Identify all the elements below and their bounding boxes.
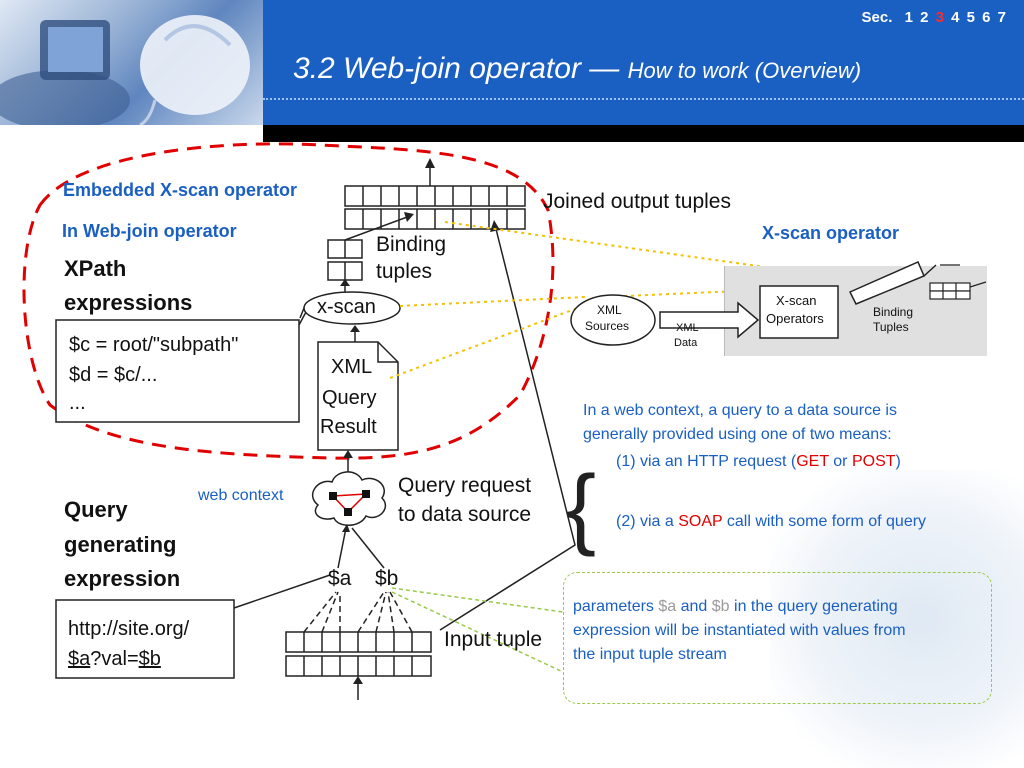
params-line-2: expression will be instantiated with val… bbox=[573, 622, 906, 639]
option-1-end: ) bbox=[895, 453, 901, 470]
binding-tuples-mini-grid bbox=[929, 282, 971, 300]
computer-mouse-icon bbox=[0, 15, 250, 125]
binding-tuples-label-1: Binding bbox=[376, 233, 447, 256]
xml-sources-node bbox=[570, 294, 656, 346]
embedded-region-outline bbox=[22, 142, 555, 460]
query-gen-line-1: Query bbox=[64, 497, 128, 522]
xpath-code-line-2: $d = $c/... bbox=[69, 364, 158, 386]
params-text-2: in the query generating bbox=[729, 598, 898, 615]
url-line-2: $a?val=$b bbox=[68, 648, 161, 671]
xml-data-arrow bbox=[659, 301, 760, 339]
slide-header: Sec. 1 2 3 4 5 6 7 3.2 Web-join operator… bbox=[0, 0, 1024, 125]
params-var-b: $b bbox=[711, 598, 730, 615]
xscan-operators-box bbox=[759, 285, 839, 339]
params-line-3: the input tuple stream bbox=[573, 646, 727, 663]
xpath-code-line-3: ... bbox=[69, 392, 86, 414]
option-1: (1) via an HTTP request (GET or POST) bbox=[616, 453, 901, 471]
header-divider bbox=[263, 98, 1024, 100]
section-link-6[interactable]: 6 bbox=[982, 9, 991, 26]
xml-data-line-2: Data bbox=[674, 337, 698, 349]
web-context-label: web context bbox=[198, 487, 284, 504]
title-sub: How to work (Overview) bbox=[627, 58, 862, 83]
in-webjoin-label: In Web-join operator bbox=[62, 221, 237, 241]
xml-result-line-1: XML bbox=[331, 356, 373, 378]
query-gen-line-2: generating bbox=[64, 532, 177, 557]
input-tuple-grid bbox=[285, 631, 432, 677]
params-line-1: parameters $a and $b in the query genera… bbox=[573, 598, 898, 616]
xscan-node-label: x-scan bbox=[317, 296, 376, 318]
xml-query-result-doc bbox=[317, 341, 399, 451]
query-request-line-2: to data source bbox=[398, 503, 532, 526]
title-main: 3.2 Web-join operator — bbox=[293, 52, 620, 85]
binding-tuples-panel-line-1: Binding bbox=[873, 305, 914, 319]
params-var-a: $a bbox=[658, 598, 677, 615]
section-link-4[interactable]: 4 bbox=[951, 9, 960, 26]
var-b-label: $b bbox=[375, 567, 399, 590]
section-link-7[interactable]: 7 bbox=[997, 9, 1006, 26]
xml-result-line-3: Result bbox=[320, 416, 377, 438]
background-photo bbox=[770, 470, 1024, 768]
option-2: (2) via a SOAP call with some form of qu… bbox=[616, 513, 926, 531]
section-link-3-current[interactable]: 3 bbox=[935, 9, 944, 26]
xml-sources-line-1: XML bbox=[597, 303, 622, 317]
post-method: POST bbox=[851, 453, 896, 470]
option-1-text: (1) via an HTTP request ( bbox=[616, 453, 797, 470]
xpath-code-line-1: $c = root/"subpath" bbox=[69, 334, 239, 356]
params-and: and bbox=[676, 598, 712, 615]
xpath-label-2: expressions bbox=[64, 290, 193, 315]
url-line-1: http://site.org/ bbox=[68, 618, 190, 640]
option-2-text: (2) via a bbox=[616, 513, 679, 530]
xpath-label-1: XPath bbox=[64, 256, 127, 281]
option-2-rest: call with some form of query bbox=[722, 513, 927, 530]
section-link-2[interactable]: 2 bbox=[920, 9, 929, 26]
url-query: ?val= bbox=[90, 648, 139, 670]
query-expression-box bbox=[55, 599, 235, 679]
xml-data-line-1: XML bbox=[676, 322, 699, 334]
joined-output-label: Joined output tuples bbox=[543, 190, 731, 213]
xscan-operators-line-2: Operators bbox=[766, 311, 824, 326]
header-photo bbox=[0, 0, 263, 125]
parameters-note-box bbox=[563, 572, 992, 704]
xml-result-line-2: Query bbox=[322, 387, 377, 409]
var-a-label: $a bbox=[328, 567, 352, 590]
curly-brace: { bbox=[566, 458, 597, 558]
xpath-code-box bbox=[55, 319, 300, 423]
query-gen-line-3: expression bbox=[64, 566, 181, 591]
binding-tuples-grid bbox=[327, 239, 363, 281]
embedded-xscan-label: Embedded X-scan operator bbox=[63, 180, 298, 200]
query-request-line-1: Query request bbox=[398, 474, 532, 497]
get-method: GET bbox=[796, 453, 829, 470]
binding-tuples-label-2: tuples bbox=[376, 260, 433, 283]
slide-title: 3.2 Web-join operator — How to work (Ove… bbox=[293, 52, 861, 86]
binding-tuples-panel-line-2: Tuples bbox=[873, 320, 909, 334]
context-line-1: In a web context, a query to a data sour… bbox=[583, 402, 897, 419]
params-text-1: parameters bbox=[573, 598, 659, 615]
url-var-b: $b bbox=[138, 648, 161, 670]
web-cloud-icon bbox=[311, 471, 387, 526]
url-var-a: $a bbox=[68, 648, 91, 670]
context-line-2: generally provided using one of two mean… bbox=[583, 426, 892, 443]
section-link-5[interactable]: 5 bbox=[966, 9, 975, 26]
input-tuple-label: Input tuple bbox=[444, 628, 543, 651]
soap-method: SOAP bbox=[678, 513, 723, 530]
section-link-1[interactable]: 1 bbox=[904, 9, 913, 26]
xscan-operators-line-1: X-scan bbox=[776, 293, 817, 308]
option-1-or: or bbox=[828, 453, 852, 470]
header-bar-light bbox=[0, 125, 263, 142]
section-navigation: Sec. 1 2 3 4 5 6 7 bbox=[859, 9, 1006, 26]
xscan-operator-label: X-scan operator bbox=[762, 223, 900, 243]
sec-label: Sec. bbox=[861, 9, 893, 26]
xml-sources-line-2: Sources bbox=[585, 319, 630, 333]
